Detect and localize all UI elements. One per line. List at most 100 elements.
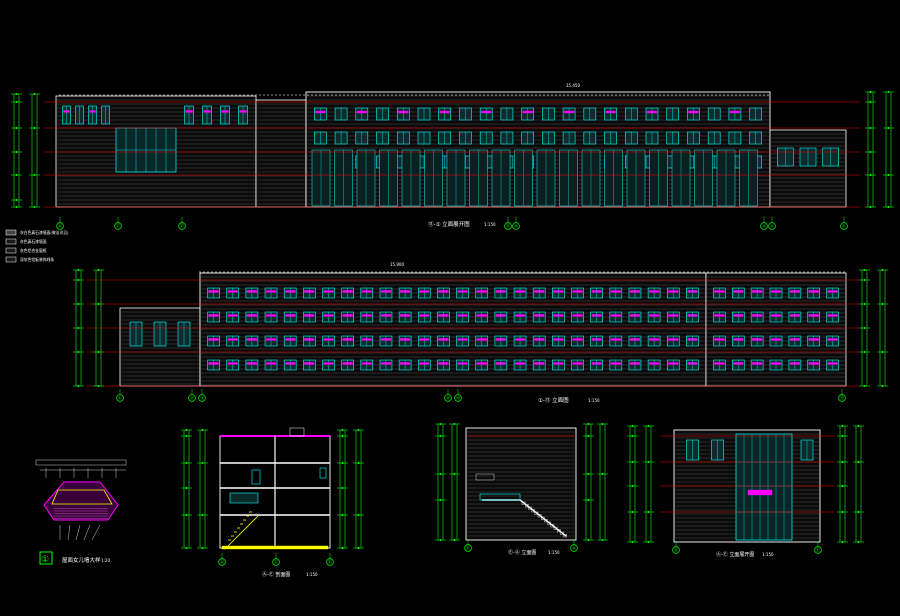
dimension-node [841, 461, 844, 463]
window-accent-sill [419, 362, 430, 365]
window-accent-sill [553, 362, 564, 365]
parapet-dot [627, 271, 629, 273]
parapet-dot [147, 94, 149, 96]
parapet-dot [411, 271, 413, 273]
parapet-dot [323, 94, 325, 96]
parapet-dot [259, 271, 261, 273]
parapet-dot [91, 94, 93, 96]
parapet-dot [495, 94, 497, 96]
parapet-dot [107, 94, 109, 96]
parapet-dot [595, 94, 597, 96]
parapet-dot [423, 94, 425, 96]
parapet-dot [263, 271, 265, 273]
parapet-dot [243, 271, 245, 273]
window-accent-sill [265, 362, 277, 365]
window-accent-sill [751, 314, 763, 317]
parapet-dot [467, 271, 469, 273]
parapet-dot [347, 271, 349, 273]
detail-note-leader [75, 524, 81, 541]
axis-label: ③ [762, 224, 766, 230]
detail-number: ① [41, 555, 49, 565]
parapet-dot [303, 94, 305, 96]
parapet-dot [671, 94, 673, 96]
elevation-1-caption: ⑪-① 立面展开图 [428, 220, 470, 228]
axis-bubble [504, 222, 512, 230]
dimension-node [587, 499, 590, 501]
parapet-dot [75, 94, 77, 96]
window-accent-sill [476, 338, 487, 341]
parapet-dot [551, 94, 553, 96]
legend-item-label: 灰色铝合金窗框 [20, 248, 47, 253]
parapet-dot [383, 271, 385, 273]
parapet-dot [755, 94, 757, 96]
window-accent-sill [285, 338, 296, 341]
axis-label: ⑩ [514, 224, 518, 230]
parapet-dot [679, 271, 681, 273]
window-accent-sill [399, 290, 411, 293]
parapet-dot [463, 94, 465, 96]
section-door [251, 469, 261, 485]
parapet-dot [435, 271, 437, 273]
parapet-dot [211, 94, 213, 96]
parapet-dot [371, 94, 373, 96]
ground-slab [221, 545, 329, 550]
window-accent-sill [808, 290, 819, 293]
parapet-dot [531, 94, 533, 96]
parapet-dot [479, 271, 481, 273]
parapet-dot [499, 271, 501, 273]
parapet-dot [579, 94, 581, 96]
parapet-dot [707, 94, 709, 96]
window-accent-sill [714, 338, 725, 341]
legend-item-label: 深灰色铝板装饰线条 [20, 257, 54, 262]
parapet-dot [239, 271, 241, 273]
parapet-dot [527, 271, 529, 273]
parapet-dot [527, 94, 529, 96]
stair-tread [563, 534, 567, 538]
parapet-dot [423, 271, 425, 273]
axis-label: Ⓒ [274, 559, 279, 566]
dimension-node [201, 547, 204, 549]
parapet-dot [167, 94, 169, 96]
parapet-dot [735, 94, 737, 96]
window-accent-sill [553, 290, 564, 293]
dimension-node [341, 429, 344, 431]
end-elevation-caption: Ⓔ-Ⓐ 立面图 [508, 549, 536, 556]
end-elevation-drawing [465, 427, 577, 541]
parapet-dot [319, 94, 321, 96]
end-elevation-scale: 1:150 [548, 550, 560, 555]
parapet-dot [635, 94, 637, 96]
parapet-dot [459, 94, 461, 96]
window-accent-sill [572, 314, 583, 317]
dimension-node [453, 539, 456, 541]
parapet-dot [307, 94, 309, 96]
axis-bubble [768, 222, 776, 230]
section-window [319, 467, 327, 479]
dimension-node [439, 435, 442, 437]
dimension-node [647, 425, 650, 427]
window-accent-sill [514, 362, 526, 365]
dimension-node [185, 547, 188, 549]
window-accent-sill [304, 314, 315, 317]
window-accent-sill [629, 290, 641, 293]
parapet-dot [691, 271, 693, 273]
parapet-dot [263, 94, 265, 96]
axis-bubble [198, 394, 206, 402]
window-accent-sill [808, 362, 819, 365]
dimension-node [587, 473, 590, 475]
parapet-dot [431, 271, 433, 273]
parapet-dot [767, 94, 769, 96]
parapet-dot [203, 271, 205, 273]
dimension-node [631, 425, 634, 427]
dimension-node [15, 199, 18, 201]
parapet-dot [335, 94, 337, 96]
window-accent-sill [514, 314, 526, 317]
window-accent-sill [733, 362, 744, 365]
window-accent-sill [380, 338, 392, 341]
parapet-dot [831, 271, 833, 273]
parapet-dot [751, 271, 753, 273]
section-scale: 1:150 [306, 572, 318, 577]
parapet-dot [403, 94, 405, 96]
